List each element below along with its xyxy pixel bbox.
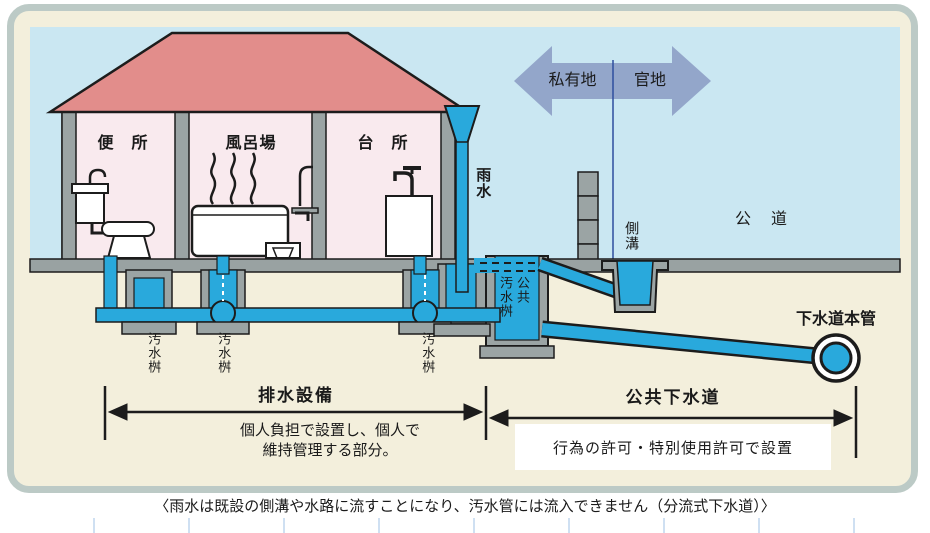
- roof: [45, 31, 473, 114]
- zone-label-private: 私有地: [548, 70, 597, 89]
- table-row-edge: [0, 518, 930, 533]
- main-sewer-pipe: [819, 341, 853, 375]
- zone-label-public: 官地: [633, 70, 666, 89]
- underground-plumbing: [95, 255, 861, 383]
- room-label-kitchen: 台 所: [357, 133, 409, 152]
- permit-note-text: 行為の許可・特別使用許可で設置: [552, 438, 793, 457]
- kitchen-faucet-icon: [393, 171, 414, 196]
- gutter-pipe: [538, 259, 624, 298]
- public-basin-label-col2: 汚水桝: [496, 276, 512, 318]
- drainage-facility-note-line1: 個人負担で設置し、個人で: [239, 421, 420, 439]
- kitchen-fixture: [385, 166, 433, 257]
- public-road-label: 公 道: [735, 209, 790, 228]
- drainage-facility-note-line2: 維持管理する部分。: [262, 441, 398, 459]
- rain-link-pipe: [474, 258, 498, 273]
- steam-icon: [209, 152, 217, 205]
- floor-drain: [265, 242, 301, 259]
- main-sewer-label: 下水道本管: [795, 309, 876, 328]
- sewage-basin-label: 汚水桝: [145, 332, 161, 374]
- hidden-rain-pipe: [480, 262, 538, 272]
- collector-pipe: [95, 307, 501, 323]
- room-label-toilet: 便 所: [97, 133, 149, 152]
- bathtub: [190, 204, 290, 258]
- sewage-basin-label: 汚水桝: [419, 332, 435, 374]
- side-gutter-label: 側溝: [623, 221, 640, 251]
- footer-note: 〈雨水は既設の側溝や水路に流すことになり、汚水管には流入できません（分流式下水道…: [154, 497, 776, 515]
- permit-note-box: 行為の許可・特別使用許可で設置: [515, 424, 831, 470]
- bath-drain-pipe: [216, 255, 230, 275]
- drainage-facility-title: 排水設備: [258, 386, 334, 406]
- public-basin-label-col1: 公共: [513, 276, 529, 304]
- kitchen-sink: [385, 195, 433, 257]
- rain-downspout: [443, 105, 481, 293]
- toilet-drain-pipe: [103, 255, 118, 313]
- side-gutter-water: [616, 260, 654, 306]
- steam-icon: [229, 152, 237, 205]
- bath-faucet-icon: [295, 211, 310, 221]
- downspout-pipe: [455, 141, 469, 293]
- sewage-basin-label: 汚水桝: [215, 332, 231, 374]
- sewer-lateral: [541, 323, 829, 363]
- bath-fixture: [190, 152, 319, 259]
- fence-post: [577, 171, 599, 269]
- room-label-bathroom: 風呂場: [225, 133, 277, 152]
- rain-water-label: 雨水: [474, 167, 493, 199]
- dimension-lines: [103, 386, 858, 458]
- public-sewer-title: 公共下水道: [625, 388, 721, 408]
- kitchen-drain-pipe: [413, 255, 427, 275]
- public-basin-base: [479, 345, 555, 359]
- toilet-fixture: [71, 168, 155, 259]
- steam-icon: [249, 152, 257, 205]
- shower-pipe-icon: [298, 165, 313, 206]
